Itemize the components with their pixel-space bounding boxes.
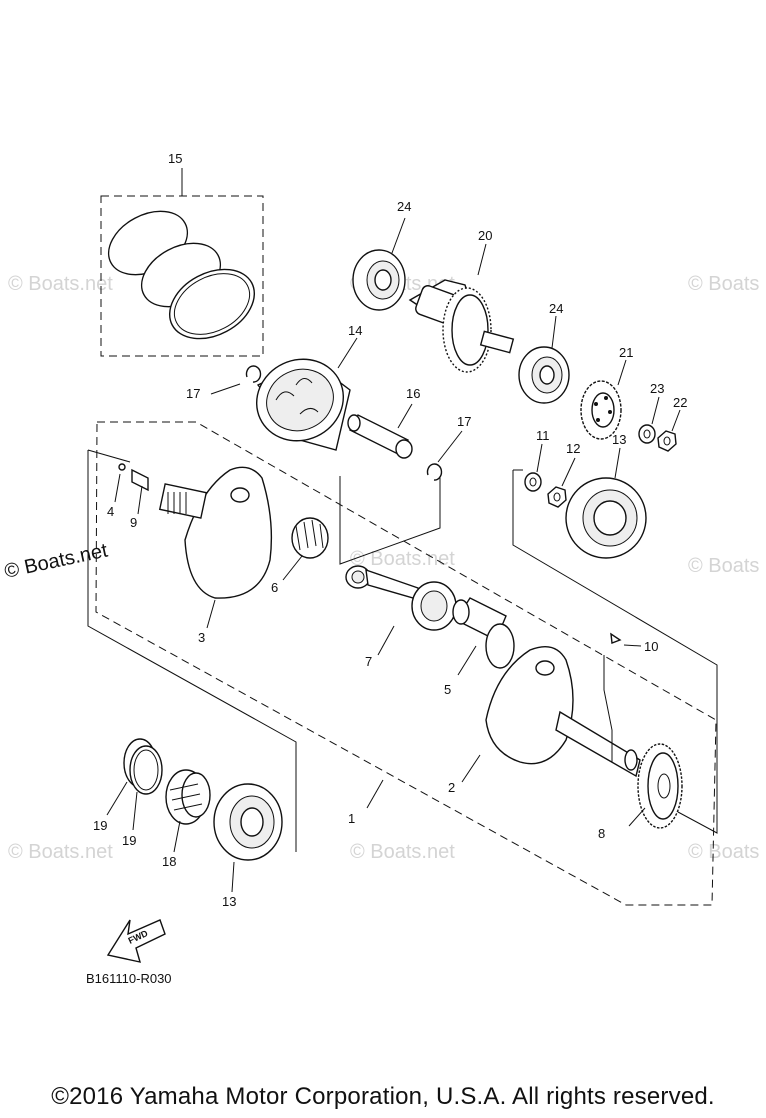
fwd-arrow-icon: FWD	[106, 919, 166, 963]
nut-22	[657, 409, 681, 452]
watermark-left-top: © Boats.net	[8, 273, 113, 295]
callout-23: 23	[650, 381, 664, 396]
circlip-lower	[426, 430, 463, 481]
callout-17-upper: 17	[186, 386, 200, 401]
callout-21: 21	[619, 345, 633, 360]
callout-15: 15	[168, 151, 182, 166]
watermark-right-bottom: © Boats	[688, 841, 759, 863]
nut-12	[547, 457, 576, 508]
callout-1: 1	[348, 811, 355, 826]
circlip-upper	[210, 365, 262, 395]
callout-4: 4	[107, 504, 114, 519]
callout-13-right: 13	[612, 432, 626, 447]
crank-left-assembly	[87, 449, 329, 852]
balancer-drive-gear	[580, 359, 627, 440]
callout-11: 11	[536, 428, 550, 443]
callout-3: 3	[198, 630, 205, 645]
callout-12: 12	[566, 441, 580, 456]
copyright-notice: ©2016 Yamaha Motor Corporation, U.S.A. A…	[51, 1083, 715, 1110]
bearing-13-left	[213, 783, 283, 893]
watermark-left-large: © Boats.net	[2, 539, 110, 582]
callout-13-left: 13	[222, 894, 236, 909]
callout-18: 18	[162, 854, 176, 869]
callout-10: 10	[644, 639, 658, 654]
washer-11	[524, 443, 543, 492]
primary-drive-gear	[628, 743, 683, 829]
washer-23	[638, 396, 660, 444]
watermark-center-mid: © Boats.net	[350, 548, 455, 570]
watermark-center-bottom: © Boats.net	[350, 841, 455, 863]
balancer-bearing-left	[352, 217, 406, 311]
callout-24-upper: 24	[397, 199, 411, 214]
watermark-left-bottom: © Boats.net	[8, 841, 113, 863]
oil-seal-rings-19	[106, 738, 163, 831]
piston-pin	[347, 403, 413, 459]
bearing-13-right	[565, 447, 647, 559]
callout-labels: 15 24 20 24 14 21 23 22 17 16 17 11 12 1…	[93, 151, 687, 909]
key-10	[610, 632, 642, 647]
bearing-18	[165, 769, 211, 853]
callout-17-lower: 17	[457, 414, 471, 429]
callout-19-b: 19	[122, 833, 136, 848]
callout-20: 20	[478, 228, 492, 243]
callout-14: 14	[348, 323, 362, 338]
callout-9: 9	[130, 515, 137, 530]
crank-right	[461, 646, 641, 783]
connecting-rod	[345, 565, 457, 656]
crank-pin	[452, 597, 515, 676]
callout-6: 6	[271, 580, 278, 595]
right-bearing-box	[512, 470, 718, 834]
callout-8: 8	[598, 826, 605, 841]
key-guide-line	[603, 655, 613, 762]
piston-ring-set	[100, 168, 264, 357]
crank-assembly-box	[95, 421, 717, 906]
balancer-shaft	[408, 243, 515, 373]
callout-7: 7	[365, 654, 372, 669]
balancer-bearing-right	[518, 315, 570, 404]
callout-19-a: 19	[93, 818, 107, 833]
diagram-code: B161110-R030	[86, 971, 172, 986]
callout-16: 16	[406, 386, 420, 401]
watermark-right-mid: © Boats	[688, 555, 759, 577]
watermark-right-top: © Boats	[688, 273, 759, 295]
callout-24-lower: 24	[549, 301, 563, 316]
piston	[255, 337, 358, 451]
callout-22: 22	[673, 395, 687, 410]
callout-2: 2	[448, 780, 455, 795]
callout-5: 5	[444, 682, 451, 697]
conrod-box	[339, 476, 441, 565]
